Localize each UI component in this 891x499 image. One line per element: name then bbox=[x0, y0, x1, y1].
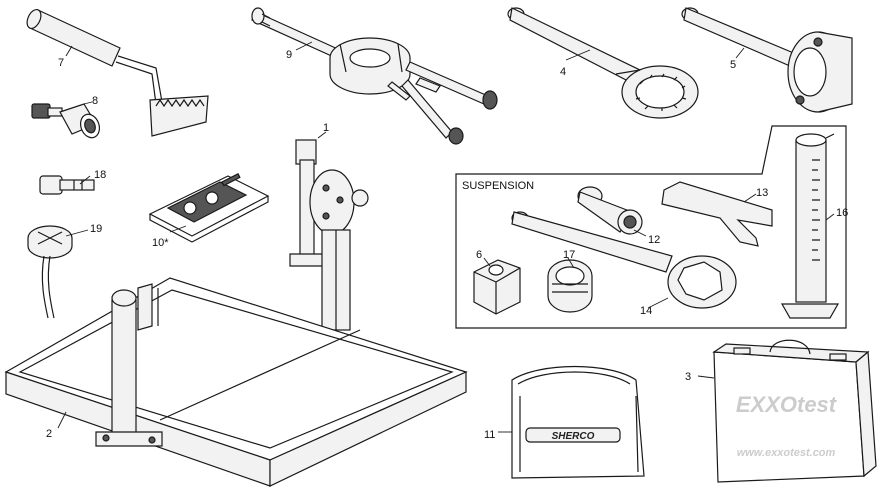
part-8-adapter bbox=[31, 103, 101, 139]
label-part-4: 4 bbox=[560, 66, 566, 78]
label-part-1: 1 bbox=[323, 122, 329, 134]
label-part-18: 18 bbox=[94, 169, 106, 181]
part-4-pin-spanner bbox=[507, 7, 699, 119]
part-7-handle-tool bbox=[26, 8, 209, 137]
part-14-wrench bbox=[511, 211, 737, 309]
suspension-box: SUSPENSION bbox=[455, 125, 847, 329]
label-part-19: 19 bbox=[90, 223, 102, 235]
label-part-12: 12 bbox=[648, 234, 660, 246]
part-labels: 1 2 3 4 5 6 7 8 9 10* 11 12 13 14 16 17 … bbox=[46, 49, 848, 441]
part-1-stand bbox=[289, 139, 369, 331]
label-part-17: 17 bbox=[563, 249, 575, 261]
part-3-case: EXXOtest www.exxotest.com bbox=[712, 339, 877, 483]
bag-logo: SHERCO bbox=[552, 431, 595, 442]
label-part-9: 9 bbox=[286, 49, 292, 61]
label-part-6: 6 bbox=[476, 249, 482, 261]
label-part-8: 8 bbox=[92, 95, 98, 107]
part-11-bag: SHERCO bbox=[511, 365, 645, 479]
case-logo: EXXOtest bbox=[736, 392, 838, 417]
part-12-cylinder bbox=[577, 186, 643, 235]
label-part-13: 13 bbox=[756, 187, 768, 199]
part-10-manual bbox=[148, 173, 270, 243]
part-2-tray bbox=[4, 277, 468, 487]
label-part-16: 16 bbox=[836, 207, 848, 219]
label-part-14: 14 bbox=[640, 305, 652, 317]
label-part-10: 10* bbox=[152, 237, 169, 249]
part-17-split-ring bbox=[547, 259, 593, 313]
part-9-puller bbox=[251, 7, 498, 145]
part-16-cylinder bbox=[780, 133, 840, 319]
leader-lines bbox=[57, 41, 835, 433]
label-part-11: 11 bbox=[484, 429, 495, 441]
case-url: www.exxotest.com bbox=[737, 447, 836, 459]
label-part-5: 5 bbox=[730, 59, 736, 71]
suspension-title: SUSPENSION bbox=[462, 180, 534, 192]
part-19-gauge bbox=[27, 225, 73, 319]
part-18-bolt bbox=[39, 175, 95, 195]
label-part-3: 3 bbox=[685, 371, 691, 383]
label-part-2: 2 bbox=[46, 428, 52, 440]
part-6-block bbox=[473, 259, 521, 315]
part-13-plate bbox=[661, 181, 773, 247]
label-part-7: 7 bbox=[58, 57, 64, 69]
part-5-hook-spanner bbox=[681, 7, 853, 113]
